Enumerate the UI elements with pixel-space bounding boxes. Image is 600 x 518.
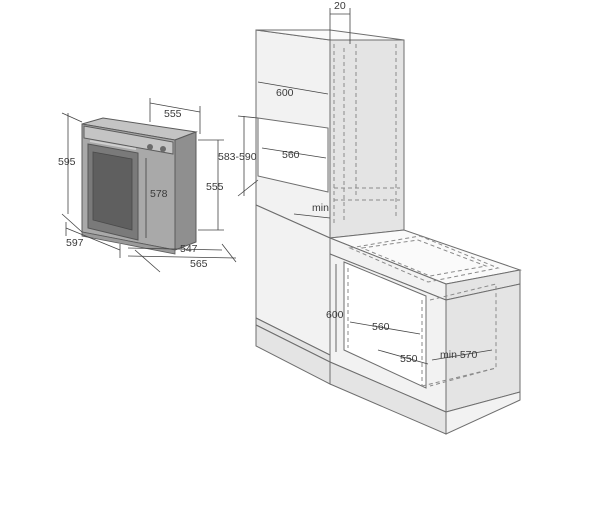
- dim-base-height: 600: [326, 309, 344, 321]
- oven-knob-icon: [160, 146, 166, 152]
- dim-oven-front-width: 597: [66, 237, 84, 249]
- dim-line-base-560: [349, 321, 421, 335]
- oven-window: [92, 151, 133, 231]
- base-cabinet-side: [445, 283, 521, 413]
- dim-base-niche-width: 560: [372, 321, 390, 333]
- dim-oven-side-height: 555: [206, 181, 224, 193]
- tall-cabinet-drawing: [255, 29, 405, 239]
- dim-line-565: [127, 255, 237, 259]
- dim-base-niche-depth: 550: [400, 353, 418, 365]
- dim-oven-inner-height: 578: [150, 188, 168, 200]
- dim-tall-niche-width: 560: [282, 149, 300, 161]
- dim-oven-depth-inner: 547: [180, 243, 198, 255]
- oven-side-face: [174, 131, 197, 251]
- tall-cabinet-niche: [257, 117, 329, 193]
- tall-cabinet-side: [329, 39, 405, 239]
- dim-oven-depth-outer: 565: [190, 258, 208, 270]
- dim-oven-width: 555: [164, 108, 182, 120]
- dim-line-tall-560: [261, 147, 327, 159]
- base-cabinet-drawing: [255, 204, 522, 435]
- base-cabinet-dimensions: 600 560 550 min 570: [326, 264, 493, 365]
- dim-tall-niche-height: 583-590: [218, 151, 257, 163]
- dim-line-547: [127, 247, 223, 251]
- tall-cabinet-dimensions: 20 600 583-590 560 min: [218, 0, 351, 219]
- dim-line-min-570: [431, 349, 493, 361]
- dim-line-597: [65, 227, 121, 251]
- oven-knob-icon: [147, 144, 153, 150]
- base-cabinet-niche: [343, 261, 427, 389]
- dim-line-550: [377, 349, 429, 365]
- dim-line-tall-600: [257, 81, 329, 95]
- dim-line-555-top: [149, 102, 201, 113]
- oven-handle: [89, 140, 137, 150]
- dim-tall-min: min: [312, 202, 329, 214]
- oven-dimensions: 555 595 578 555 597 547 565: [58, 98, 237, 273]
- dim-base-min-depth: min 570: [440, 349, 478, 361]
- dim-tall-width: 600: [276, 87, 294, 99]
- dim-tall-offset: 20: [334, 0, 346, 12]
- dim-oven-height: 595: [58, 156, 76, 168]
- oven-drawing: [81, 117, 198, 255]
